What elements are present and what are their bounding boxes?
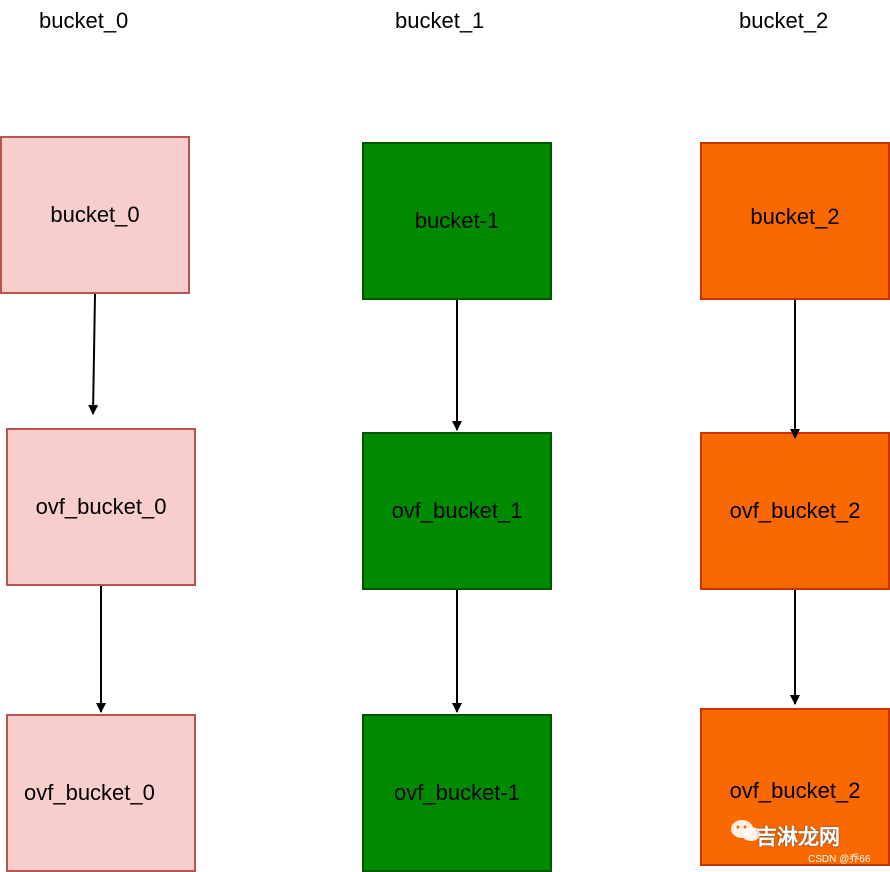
ovf-bucket-2-box-1: ovf_bucket_2	[700, 432, 890, 590]
ovf-bucket-0-box-1: ovf_bucket_0	[6, 428, 196, 586]
ovf-bucket-1-box-1: ovf_bucket_1	[362, 432, 552, 590]
arrow-bucket-0-to-ovf	[88, 293, 99, 415]
ovf-bucket-0-box-2: ovf_bucket_0	[6, 714, 196, 872]
watermark-caption: CSDN @乔66	[808, 854, 871, 865]
column-header-bucket-1: bucket_1	[395, 8, 485, 33]
bucket-0-box: bucket_0	[0, 136, 190, 294]
ovf-bucket-2-box-2: ovf_bucket_2	[700, 708, 890, 866]
ovf-bucket-1-box-2: ovf_bucket-1	[362, 714, 552, 872]
column-header-bucket-2: bucket_2	[739, 8, 829, 33]
bucket-2-box: bucket_2	[700, 142, 890, 300]
watermark-text: 吉淋龙网	[756, 826, 840, 849]
wechat-icon	[731, 820, 760, 841]
column-header-bucket-0: bucket_0	[39, 8, 129, 33]
bucket-1-box: bucket-1	[362, 142, 552, 300]
